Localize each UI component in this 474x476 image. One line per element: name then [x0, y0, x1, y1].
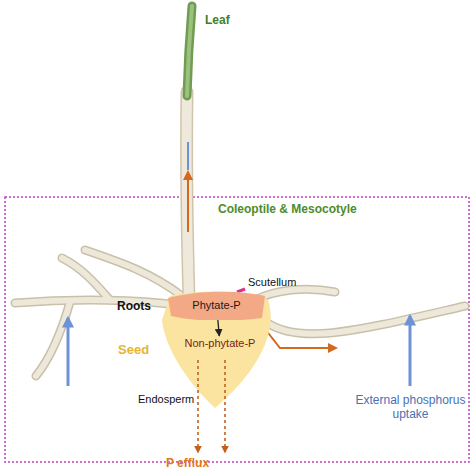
roots-label: Roots	[117, 300, 151, 314]
uptake-arrow	[409, 316, 412, 386]
seed-label: Seed	[118, 343, 149, 358]
transport-arrow	[187, 172, 189, 232]
uptake-arrow	[67, 318, 70, 386]
seed-shape-fill	[162, 291, 271, 408]
transport-line	[187, 142, 189, 170]
shoot-drawing	[187, 6, 192, 300]
coleoptile-label: Coleoptile & Mesocotyle	[218, 203, 357, 217]
scutellum-mark	[237, 289, 245, 292]
efflux-arrow	[224, 360, 226, 452]
flow-arrow	[218, 320, 219, 336]
phytate-band: Phytate-P	[168, 290, 265, 320]
non-phytate-node: Non-phytate-P	[174, 336, 266, 352]
endosperm-label: Endosperm	[138, 393, 194, 406]
boundary-box	[5, 197, 469, 462]
efflux-arrow	[197, 360, 199, 452]
non-phytate-label: Non-phytate-P	[174, 337, 266, 350]
efflux-label: P efflux	[166, 457, 209, 471]
scutellum-label: Scutellum	[248, 276, 296, 289]
seed-shape: SeedEndospermPhytate-PNon-phytate-P	[160, 290, 275, 410]
phytate-band-fill	[168, 292, 265, 320]
phytate-label: Phytate-P	[168, 299, 265, 312]
leaf-label: Leaf	[205, 14, 230, 28]
uptake-label: External phosphorus uptake	[348, 394, 473, 422]
